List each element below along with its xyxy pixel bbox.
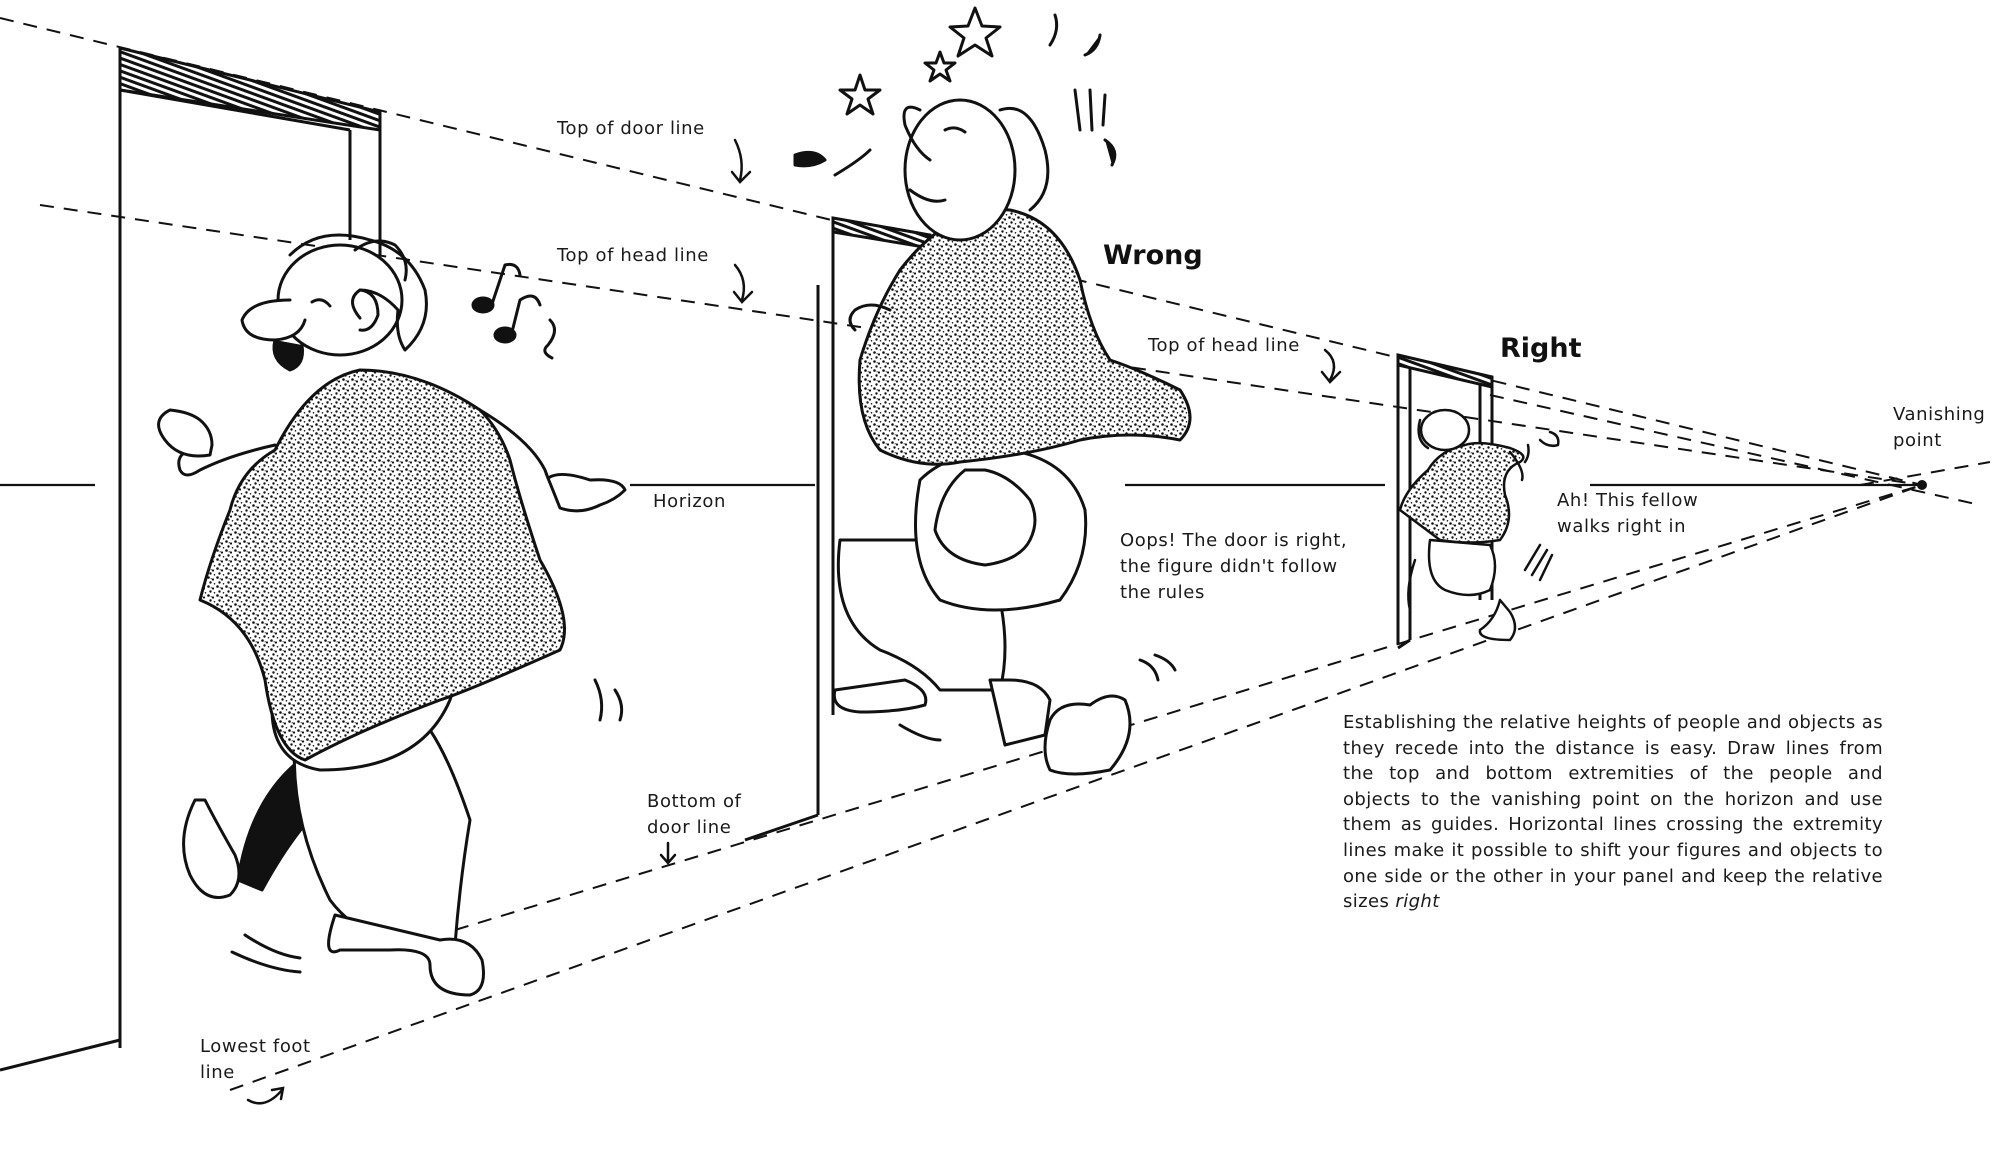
label-arrows [246, 138, 1342, 1105]
lowest-foot-line-label: Lowest foot line [200, 1036, 311, 1084]
top-of-head-line-label: Top of head line [557, 245, 709, 266]
wrong-heading: Wrong [1103, 240, 1203, 271]
right-door-top-guide [1489, 394, 1981, 506]
top-of-door-line-label: Top of door line [557, 118, 705, 139]
bottom-of-door-line-label: Bottom of door line [647, 791, 742, 839]
distant-correct-man [1398, 408, 1560, 642]
bottom-of-door-guide [454, 484, 1923, 931]
oops-note: Oops! The door is right, the figure didn… [1120, 530, 1348, 604]
top-of-head-line-label-2: Top of head line [1148, 335, 1300, 356]
vanishing-point-label: Vanishing point [1893, 404, 1986, 452]
explanation-paragraph: Establishing the relative heights of peo… [1343, 710, 1883, 915]
foreground-door [0, 46, 820, 1072]
vanishing-point-dot [1917, 480, 1927, 490]
right-heading: Right [1500, 333, 1582, 364]
lowest-foot-guide [229, 484, 1923, 1091]
foreground-walking-man [157, 233, 627, 997]
ah-note: Ah! This fellow walks right in [1557, 490, 1699, 538]
oversized-wrong-man [793, 6, 1192, 776]
explanation-emphasis: right [1395, 891, 1440, 913]
explanation-text: Establishing the relative heights of peo… [1343, 712, 1883, 913]
horizon-label: Horizon [653, 491, 727, 512]
